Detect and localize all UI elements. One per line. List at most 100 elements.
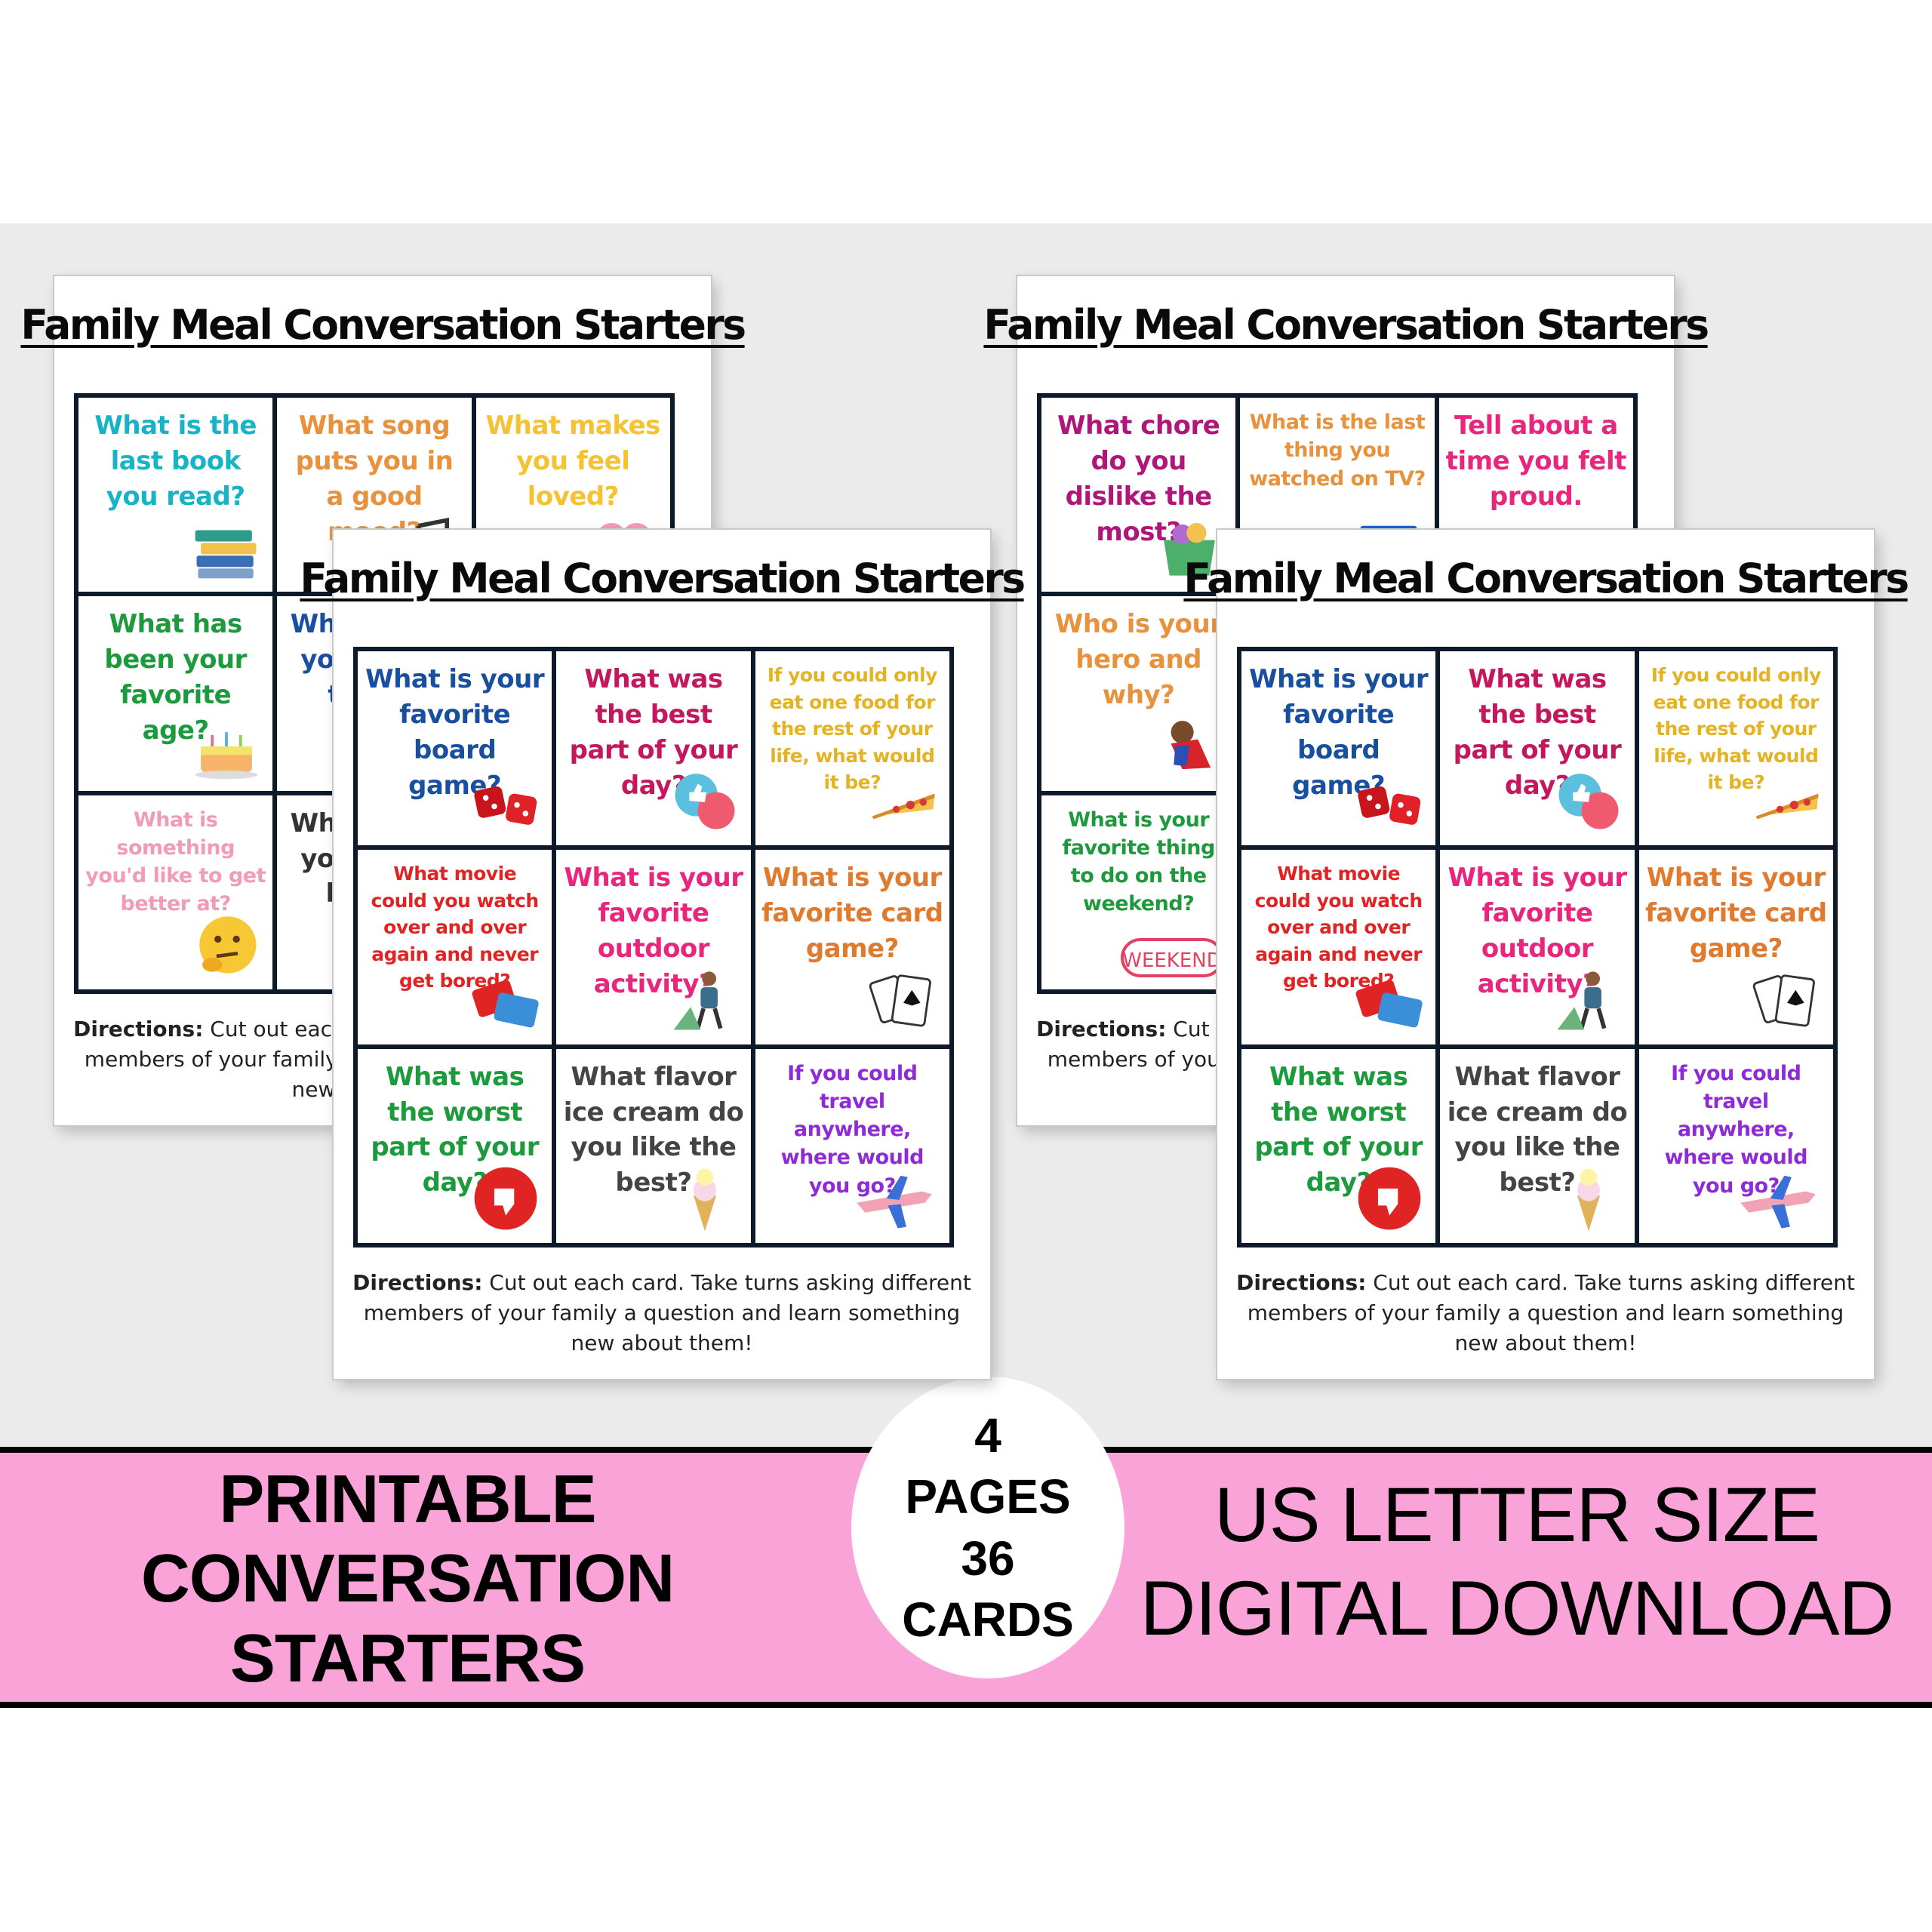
conversation-card: What movie could you watch over and over… (358, 850, 552, 1044)
conversation-card: What flavor ice cream do you like the be… (556, 1048, 751, 1243)
conversation-card: What is your favorite outdoor activity? (1440, 850, 1635, 1044)
card-question: What movie could you watch over and over… (371, 863, 539, 992)
thumbs-down-icon (470, 1163, 541, 1234)
weekend-stamp-icon: WEEKEND (1119, 935, 1225, 980)
card-grid: What is your favorite board game?What wa… (353, 647, 954, 1247)
card-question: What flavor ice cream do you like the be… (563, 1061, 744, 1198)
birthday-cake-icon (191, 711, 262, 782)
pizza-icon (1752, 765, 1823, 836)
conversation-card: What is your favorite card game? (755, 850, 949, 1044)
card-question: What is your favorite thing to do on the… (1062, 808, 1216, 916)
card-question: What was the best part of your day? (1453, 664, 1622, 801)
conversation-card: What is the last book you read? (78, 398, 273, 592)
card-question: What was the best part of your day? (569, 664, 738, 801)
badge-line: 4 (974, 1408, 1001, 1463)
ice-cream-icon (1553, 1163, 1624, 1234)
cinema-ticket-icon (1354, 964, 1425, 1035)
directions-label: Directions: (1236, 1270, 1367, 1295)
card-question: What is your favorite card game? (761, 863, 943, 964)
banner-title-line: STARTERS (229, 1620, 586, 1697)
card-question: What chore do you dislike the most? (1057, 411, 1220, 547)
card-question: If you could only eat one food for the r… (1651, 664, 1822, 793)
playing-cards-icon (1752, 964, 1823, 1035)
banner-format-info: US LETTER SIZE DIGITAL DOWNLOAD (1140, 1468, 1894, 1656)
directions-text: Directions: Cut out each card. Take turn… (349, 1268, 975, 1358)
worksheet-page: Family Meal Conversation Starters What i… (1183, 530, 1909, 1379)
worksheet-title: Family Meal Conversation Starters (300, 554, 1026, 602)
card-grid: What is your favorite board game?What wa… (1237, 647, 1838, 1247)
conversation-card: What was the worst part of your day? (1241, 1048, 1436, 1243)
superhero-icon (1154, 711, 1225, 782)
pizza-icon (868, 765, 939, 836)
card-question: Tell about a time you felt proud. (1445, 411, 1627, 512)
directions-body: Cut out each card. Take turns asking dif… (1247, 1270, 1855, 1355)
conversation-card: If you could travel anywhere, where woul… (755, 1048, 949, 1243)
like-bubble-icon (669, 765, 740, 836)
hiker-icon (669, 964, 740, 1035)
directions-label: Directions: (352, 1270, 483, 1295)
badge-line: CARDS (902, 1592, 1074, 1647)
card-question: What is the last thing you watched on TV… (1249, 411, 1426, 491)
conversation-card: If you could only eat one food for the r… (1638, 651, 1833, 846)
conversation-card: What was the worst part of your day? (358, 1048, 552, 1243)
conversation-card: If you could only eat one food for the r… (755, 651, 949, 846)
card-question: What was the worst part of your day? (1254, 1061, 1423, 1198)
card-question: What is your favorite outdoor activity? (564, 863, 743, 1000)
count-badge (851, 1377, 1124, 1678)
card-question: Who is your hero and why? (1054, 609, 1223, 711)
dice-icon (470, 765, 541, 836)
conversation-card: What has been your favorite age? (78, 596, 273, 791)
format-line: US LETTER SIZE (1214, 1472, 1820, 1558)
card-question: What makes you feel loved? (485, 411, 661, 512)
worksheet-title: Family Meal Conversation Starters (1183, 554, 1909, 602)
conversation-card: What is your favorite thing to do on the… (1041, 795, 1236, 989)
conversation-card: What flavor ice cream do you like the be… (1440, 1048, 1635, 1243)
card-question: What is something you'd like to get bett… (85, 808, 266, 916)
dice-icon (1354, 765, 1425, 836)
playing-cards-icon (868, 964, 939, 1035)
worksheet-title: Family Meal Conversation Starters (983, 300, 1709, 349)
card-question: What flavor ice cream do you like the be… (1447, 1061, 1628, 1198)
worksheet-title: Family Meal Conversation Starters (20, 300, 746, 349)
conversation-card: If you could travel anywhere, where woul… (1638, 1048, 1833, 1243)
card-question: If you could travel anywhere, where woul… (1664, 1061, 1808, 1198)
ice-cream-icon (669, 1163, 740, 1234)
hiker-icon (1553, 964, 1624, 1035)
conversation-card: What is something you'd like to get bett… (78, 795, 273, 989)
card-question: What is your favorite outdoor activity? (1447, 863, 1627, 1000)
card-question: What was the worst part of your day? (371, 1061, 539, 1198)
conversation-card: What is your favorite board game? (1241, 651, 1436, 846)
directions-label: Directions: (1036, 1017, 1167, 1041)
card-question: What song puts you in a good mood? (295, 411, 454, 547)
card-question: What has been your favorite age? (104, 609, 247, 746)
cinema-ticket-icon (470, 964, 541, 1035)
badge-line: 36 (961, 1531, 1015, 1586)
directions-body: Cut out each card. Take turns asking dif… (363, 1270, 971, 1355)
conversation-card: What is your favorite outdoor activity? (556, 850, 751, 1044)
directions-label: Directions: (73, 1017, 204, 1041)
card-question: What is your favorite board game? (365, 664, 545, 801)
card-question: If you could only eat one food for the r… (767, 664, 938, 793)
conversation-card: What movie could you watch over and over… (1241, 850, 1436, 1044)
like-bubble-icon (1553, 765, 1624, 836)
svg-text:WEEKEND: WEEKEND (1123, 949, 1223, 972)
conversation-card: What chore do you dislike the most? (1041, 398, 1236, 592)
format-line: DIGITAL DOWNLOAD (1140, 1565, 1894, 1652)
laundry-basket-icon (1154, 512, 1225, 583)
conversation-card: What was the best part of your day? (556, 651, 751, 846)
conversation-card: What was the best part of your day? (1440, 651, 1635, 846)
banner-title-line: CONVERSATION (140, 1541, 675, 1617)
count-badge-text: 4 PAGES 36 CARDS (851, 1405, 1124, 1651)
conversation-card: What is your favorite card game? (1638, 850, 1833, 1044)
card-question: What is your favorite card game? (1645, 863, 1827, 964)
card-question: What is your favorite board game? (1249, 664, 1429, 801)
thinking-face-icon (191, 909, 262, 980)
airplane-icon (1732, 1163, 1823, 1234)
badge-line: PAGES (905, 1469, 1071, 1524)
thumbs-down-icon (1354, 1163, 1425, 1234)
conversation-card: Who is your hero and why? (1041, 596, 1236, 791)
directions-text: Directions: Cut out each card. Take turn… (1232, 1268, 1859, 1358)
airplane-icon (848, 1163, 939, 1234)
banner-title-line: PRINTABLE (219, 1462, 596, 1537)
